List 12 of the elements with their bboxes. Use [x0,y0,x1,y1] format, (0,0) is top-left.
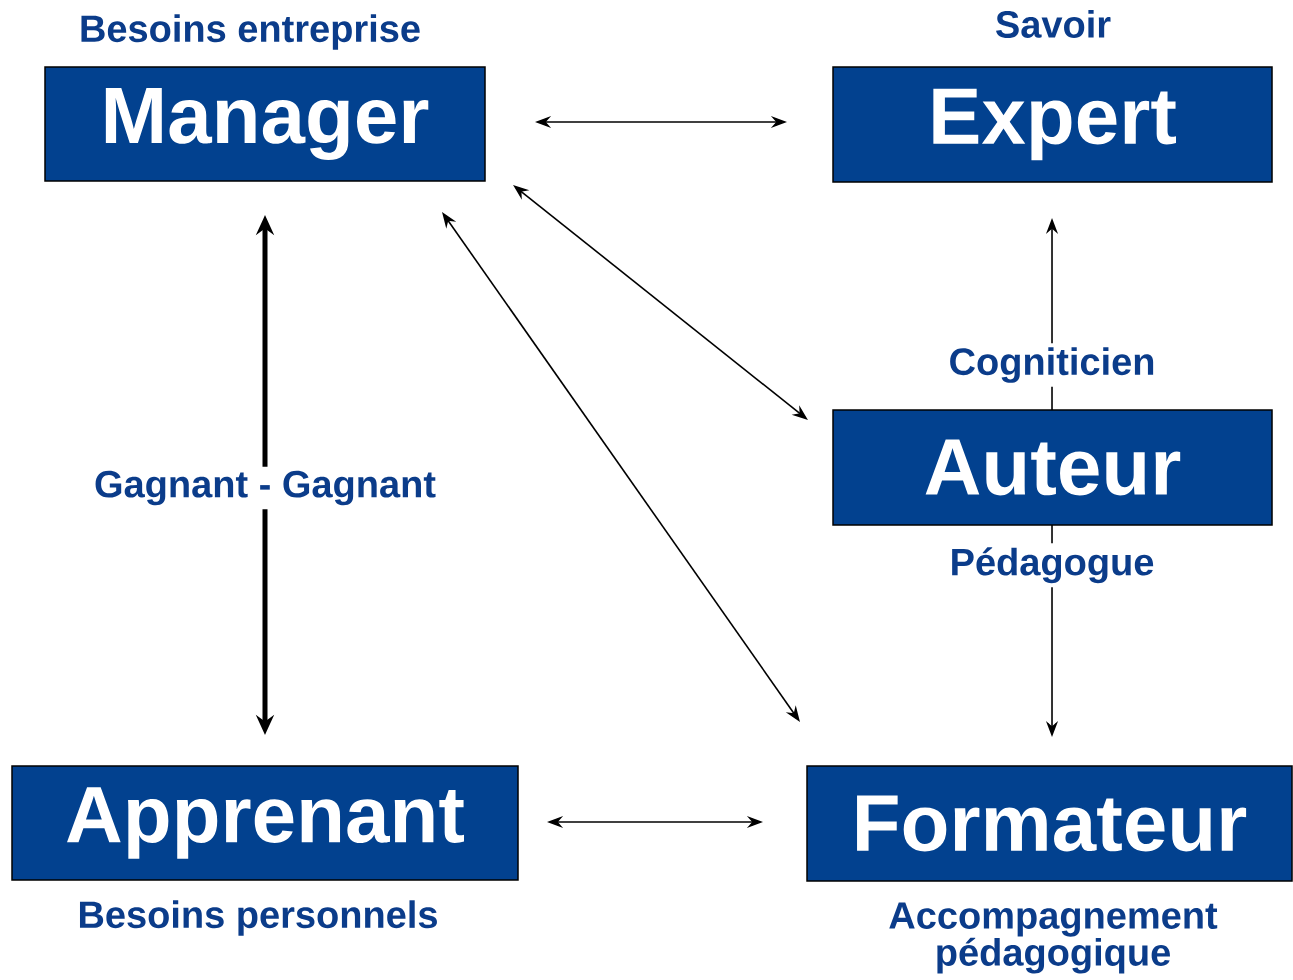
edge-label: Cogniticien [944,343,1160,387]
caption-text: Accompagnement pédagogique [889,902,1218,974]
caption-text: Besoins personnels [80,900,437,936]
role-box: Formateur [806,765,1293,882]
edge-label: Gagnant - Gagnant [90,466,440,510]
role-box: Apprenant [11,765,519,881]
edge-label: Pédagogue [945,543,1159,588]
role-box: Manager [44,66,486,182]
caption-text: Besoins entreprise [81,14,420,50]
caption-text: Savoir [996,10,1111,38]
role-box: Expert [832,66,1273,183]
role-box: Auteur [832,409,1273,526]
